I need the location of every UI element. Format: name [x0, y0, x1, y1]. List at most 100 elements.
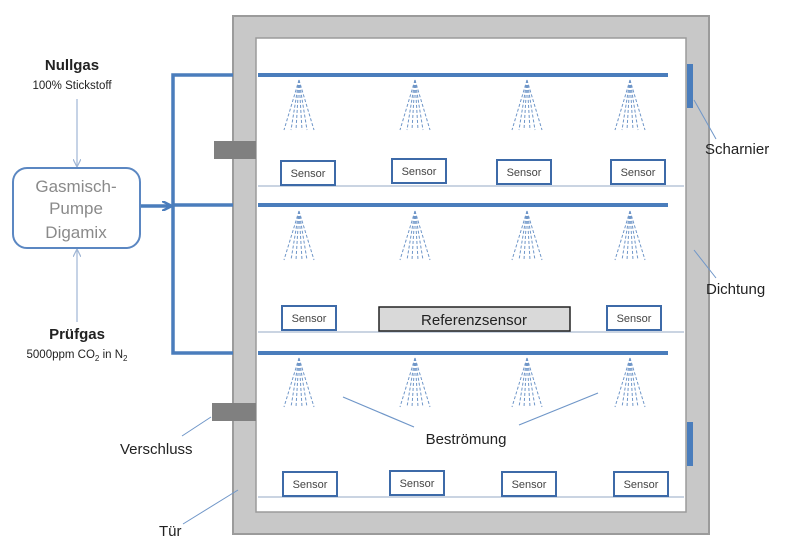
sensor: Sensor — [501, 471, 557, 497]
spray-line — [295, 79, 300, 131]
pruefgas-sub-index2: 2 — [123, 354, 128, 363]
spray-nozzle-icon — [511, 79, 543, 131]
flow-pointer-left — [342, 396, 415, 428]
spray-line — [298, 357, 303, 408]
spray-line — [414, 210, 431, 261]
sensor-box — [613, 471, 669, 497]
sensor: Sensor — [610, 159, 666, 185]
spray-line — [526, 210, 536, 261]
spray-line — [283, 79, 300, 131]
spray-line — [290, 210, 300, 261]
sensor-box — [610, 159, 666, 185]
spray-line — [511, 357, 528, 408]
pruefgas-subtitle: 5000ppm CO2 in N2 — [27, 349, 129, 363]
spray-nozzle-icon — [511, 357, 543, 408]
spray-line — [414, 79, 424, 131]
spray-line — [298, 357, 315, 408]
spray-line — [523, 210, 528, 261]
hinge-label: Scharnier — [705, 141, 769, 158]
sensor-label: Sensor — [617, 313, 652, 325]
spray-line — [399, 79, 416, 131]
sensor-box — [281, 305, 337, 331]
spray-nozzle-icon — [614, 79, 646, 131]
spray-line — [298, 210, 308, 261]
nullgas-title: Nullgas — [45, 57, 99, 74]
seal-label: Dichtung — [706, 281, 765, 298]
pump-label-line1: Gasmisch- — [35, 177, 116, 196]
flow-label: Beströmung — [426, 431, 507, 448]
sensor-label: Sensor — [402, 166, 437, 178]
sensor-label: Sensor — [400, 478, 435, 490]
sensor: Sensor — [389, 470, 445, 496]
spray-line — [414, 210, 424, 261]
spray-line — [526, 79, 536, 131]
sensor-label: Sensor — [621, 167, 656, 179]
sensor-box — [280, 160, 336, 186]
spray-line — [526, 210, 531, 261]
spray-nozzles — [283, 79, 646, 408]
spray-line — [411, 357, 416, 408]
spray-line — [621, 79, 631, 131]
spray-line — [629, 79, 639, 131]
spray-line — [523, 357, 528, 408]
spray-line — [295, 210, 300, 261]
spray-line — [283, 210, 300, 261]
spray-line — [621, 210, 631, 261]
spray-line — [414, 79, 419, 131]
spray-nozzle-icon — [283, 357, 315, 408]
spray-line — [526, 79, 543, 131]
spray-line — [298, 79, 315, 131]
spray-line — [511, 79, 528, 131]
sensor: Sensor — [613, 471, 669, 497]
spray-line — [399, 357, 416, 408]
latch-label: Verschluss — [120, 441, 193, 458]
spray-nozzle-icon — [614, 357, 646, 408]
flow-pointer-right — [518, 392, 599, 426]
reference-sensor-label: Referenzsensor — [421, 312, 527, 329]
sensor-box — [606, 305, 662, 331]
spray-line — [283, 357, 300, 408]
spray-line — [629, 79, 634, 131]
pump-label-line2: Pumpe — [49, 199, 103, 218]
door-label: Tür — [159, 523, 182, 536]
spray-line — [298, 210, 303, 261]
spray-line — [518, 210, 528, 261]
pruefgas-sub-main: 5000ppm CO — [27, 349, 95, 361]
spray-line — [523, 79, 528, 131]
spray-line — [614, 357, 631, 408]
sensor-box — [391, 158, 447, 184]
spray-line — [526, 357, 543, 408]
pruefgas-title: Prüfgas — [49, 326, 105, 343]
sensor-box — [282, 471, 338, 497]
spray-line — [518, 357, 528, 408]
pump-label-line3: Digamix — [45, 223, 107, 242]
spray-line — [298, 357, 308, 408]
spray-line — [411, 79, 416, 131]
hinge-bottom — [687, 422, 693, 466]
spray-line — [511, 210, 528, 261]
spray-line — [526, 357, 531, 408]
spray-line — [290, 357, 300, 408]
sensor-label: Sensor — [291, 168, 326, 180]
hinge-top — [687, 64, 693, 108]
chamber-interior — [255, 37, 687, 513]
hinge-pointer — [693, 99, 717, 140]
sensor: Sensor — [496, 159, 552, 185]
sensor-box — [389, 470, 445, 496]
reference-sensor-box — [378, 306, 571, 332]
spray-line — [526, 79, 531, 131]
sensor-box — [496, 159, 552, 185]
spray-line — [621, 357, 631, 408]
spray-nozzle-icon — [283, 210, 315, 261]
spray-nozzle-icon — [283, 79, 315, 131]
pruefgas-sub-index1: 2 — [95, 354, 100, 363]
nullgas-subtitle: 100% Stickstoff — [32, 80, 112, 92]
door-pointer — [182, 489, 239, 525]
spray-line — [414, 357, 431, 408]
sensor-label: Sensor — [507, 167, 542, 179]
spray-line — [298, 79, 303, 131]
sensor-label: Sensor — [292, 313, 327, 325]
spray-line — [414, 357, 419, 408]
spray-line — [626, 357, 631, 408]
